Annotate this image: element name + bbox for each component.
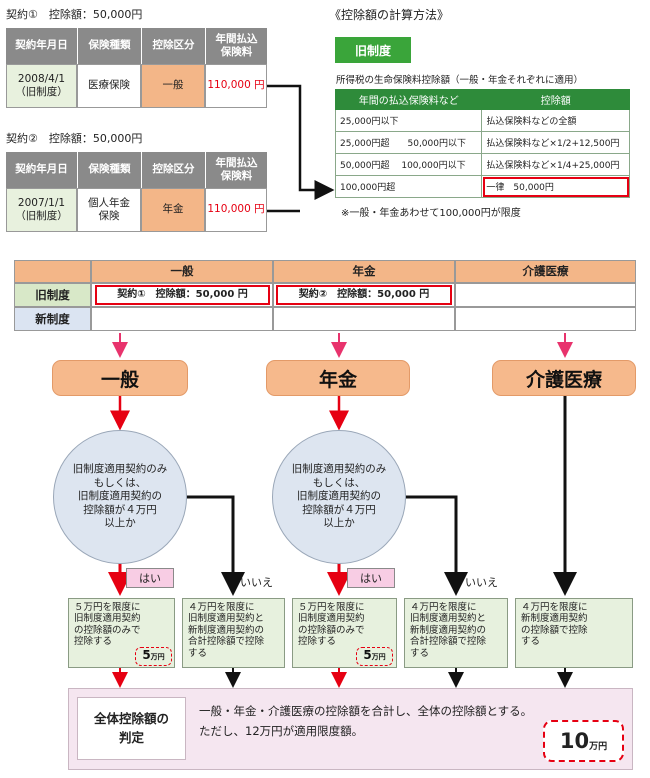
method-cell: 100,000円超 (334, 175, 483, 198)
table-row: 100,000円超 一律 50,000円 (334, 175, 630, 198)
summary-cell-new-general (91, 307, 273, 331)
contract1-title: 契約① 控除額：50,000円 (6, 8, 143, 21)
method-cell: 25,000円以下 (334, 109, 483, 132)
method-cell: 払込保険料などの全額 (481, 109, 630, 132)
c2-header-category: 控除区分 (141, 152, 205, 188)
c2-date: 2007/1/1 （旧制度） (6, 188, 77, 232)
yes-label-pension: はい (347, 568, 395, 588)
limit-badge-unit: 万円 (150, 653, 165, 661)
summary-cell-old-care (455, 283, 636, 307)
old-system-badge: 旧制度 (335, 37, 411, 63)
c1-type: 医療保険 (77, 64, 141, 108)
result-box-pension-no: ４万円を限度に 旧制度適用契約と 新制度適用契約の 合計控除額で控除 する (404, 598, 508, 668)
limit-total-unit: 万円 (589, 741, 608, 752)
summary-header-care: 介護医療 (455, 260, 636, 283)
method-cell: 払込保険料など×1/2+12,500円 (481, 131, 630, 154)
connector-c1 (267, 84, 335, 200)
c1-header-category: 控除区分 (141, 28, 205, 64)
c2-header-type: 保険種類 (77, 152, 141, 188)
table-row: 50,000円超 100,000円以下 払込保険料など×1/4+25,000円 (334, 153, 630, 176)
c1-header-date: 契約年月日 (6, 28, 77, 64)
limit-badge-unit: 万円 (371, 653, 386, 661)
no-label-general: いいえ (240, 576, 273, 589)
summary-corner (14, 260, 91, 283)
summary-cell-new-care (455, 307, 636, 331)
method-title: 《控除額の計算方法》 (329, 8, 450, 22)
c1-header-type: 保険種類 (77, 28, 141, 64)
table-row: 25,000円以下 払込保険料などの全額 (334, 109, 630, 132)
c2-header-date: 契約年月日 (6, 152, 77, 188)
summary-cell-old-pension: 契約② 控除額：50,000 円 (276, 285, 452, 305)
category-general: 一般 (52, 360, 188, 396)
result-box-general-no: ４万円を限度に 旧制度適用契約と 新制度適用契約の 合計控除額で控除 する (182, 598, 285, 668)
contract2-title: 契約② 控除額：50,000円 (6, 132, 143, 145)
method-cell: 50,000円超 100,000円以下 (334, 153, 483, 176)
c1-category: 一般 (141, 64, 205, 108)
summary-header-general: 一般 (91, 260, 273, 283)
summary-cell-old-pension-bg (273, 283, 455, 307)
method-cell: 払込保険料など×1/4+25,000円 (481, 153, 630, 176)
method-header-premium: 年間の払込保険料など (334, 89, 483, 110)
method-note: ※一般・年金あわせて100,000円が限度 (341, 208, 521, 219)
limit-badge-num: 5 (363, 648, 372, 662)
c1-premium: 110,000 円 (205, 64, 267, 108)
summary-row-old: 旧制度 (14, 283, 91, 307)
limit-total-num: 10 (559, 729, 590, 753)
summary-cell-new-pension (273, 307, 455, 331)
category-care: 介護医療 (492, 360, 636, 396)
table-row: 25,000円超 50,000円以下 払込保険料など×1/2+12,500円 (334, 131, 630, 154)
c1-header-premium: 年間払込 保険料 (205, 28, 267, 64)
c1-date: 2008/4/1 （旧制度） (6, 64, 77, 108)
result-box-pension-yes: ５万円を限度に 旧制度適用契約 の控除額のみで 控除する (292, 598, 397, 668)
summary-header-pension: 年金 (273, 260, 455, 283)
method-header-deduction: 控除額 (481, 89, 630, 110)
final-text-2: ただし、12万円が適用限度額。 (199, 724, 364, 738)
decision-circle-pension: 旧制度適用契約のみ もしくは、 旧制度適用契約の 控除額が４万円 以上か (272, 430, 406, 564)
method-cell-highlight: 一律 50,000円 (481, 175, 630, 198)
yes-label-general: はい (126, 568, 174, 588)
final-label: 全体控除額の 判定 (77, 697, 186, 760)
c2-type: 個人年金 保険 (77, 188, 141, 232)
category-pension: 年金 (266, 360, 410, 396)
result-box-general-yes: ５万円を限度に 旧制度適用契約 の控除額のみで 控除する (68, 598, 175, 668)
method-subtitle: 所得税の生命保険料控除額（一般・年金それぞれに適用） (336, 75, 584, 86)
summary-cell-old-general: 契約① 控除額：50,000 円 (95, 285, 270, 305)
decision-circle-general: 旧制度適用契約のみ もしくは、 旧制度適用契約の 控除額が４万円 以上か (53, 430, 187, 564)
result-box-care: ４万円を限度に 新制度適用契約 の控除額で控除 する (515, 598, 633, 668)
c2-header-premium: 年間払込 保険料 (205, 152, 267, 188)
limit-badge-num: 5 (142, 648, 151, 662)
c2-premium: 110,000 円 (205, 188, 267, 232)
summary-cell-old-general-bg (91, 283, 273, 307)
summary-row-new: 新制度 (14, 307, 91, 331)
c2-category: 年金 (141, 188, 205, 232)
final-text-1: 一般・年金・介護医療の控除額を合計し、全体の控除額とする。 (199, 704, 533, 718)
method-table: 年間の払込保険料など 控除額 25,000円以下 払込保険料などの全額 25,0… (334, 89, 630, 198)
no-label-pension: いいえ (465, 576, 498, 589)
method-cell: 25,000円超 50,000円以下 (334, 131, 483, 154)
